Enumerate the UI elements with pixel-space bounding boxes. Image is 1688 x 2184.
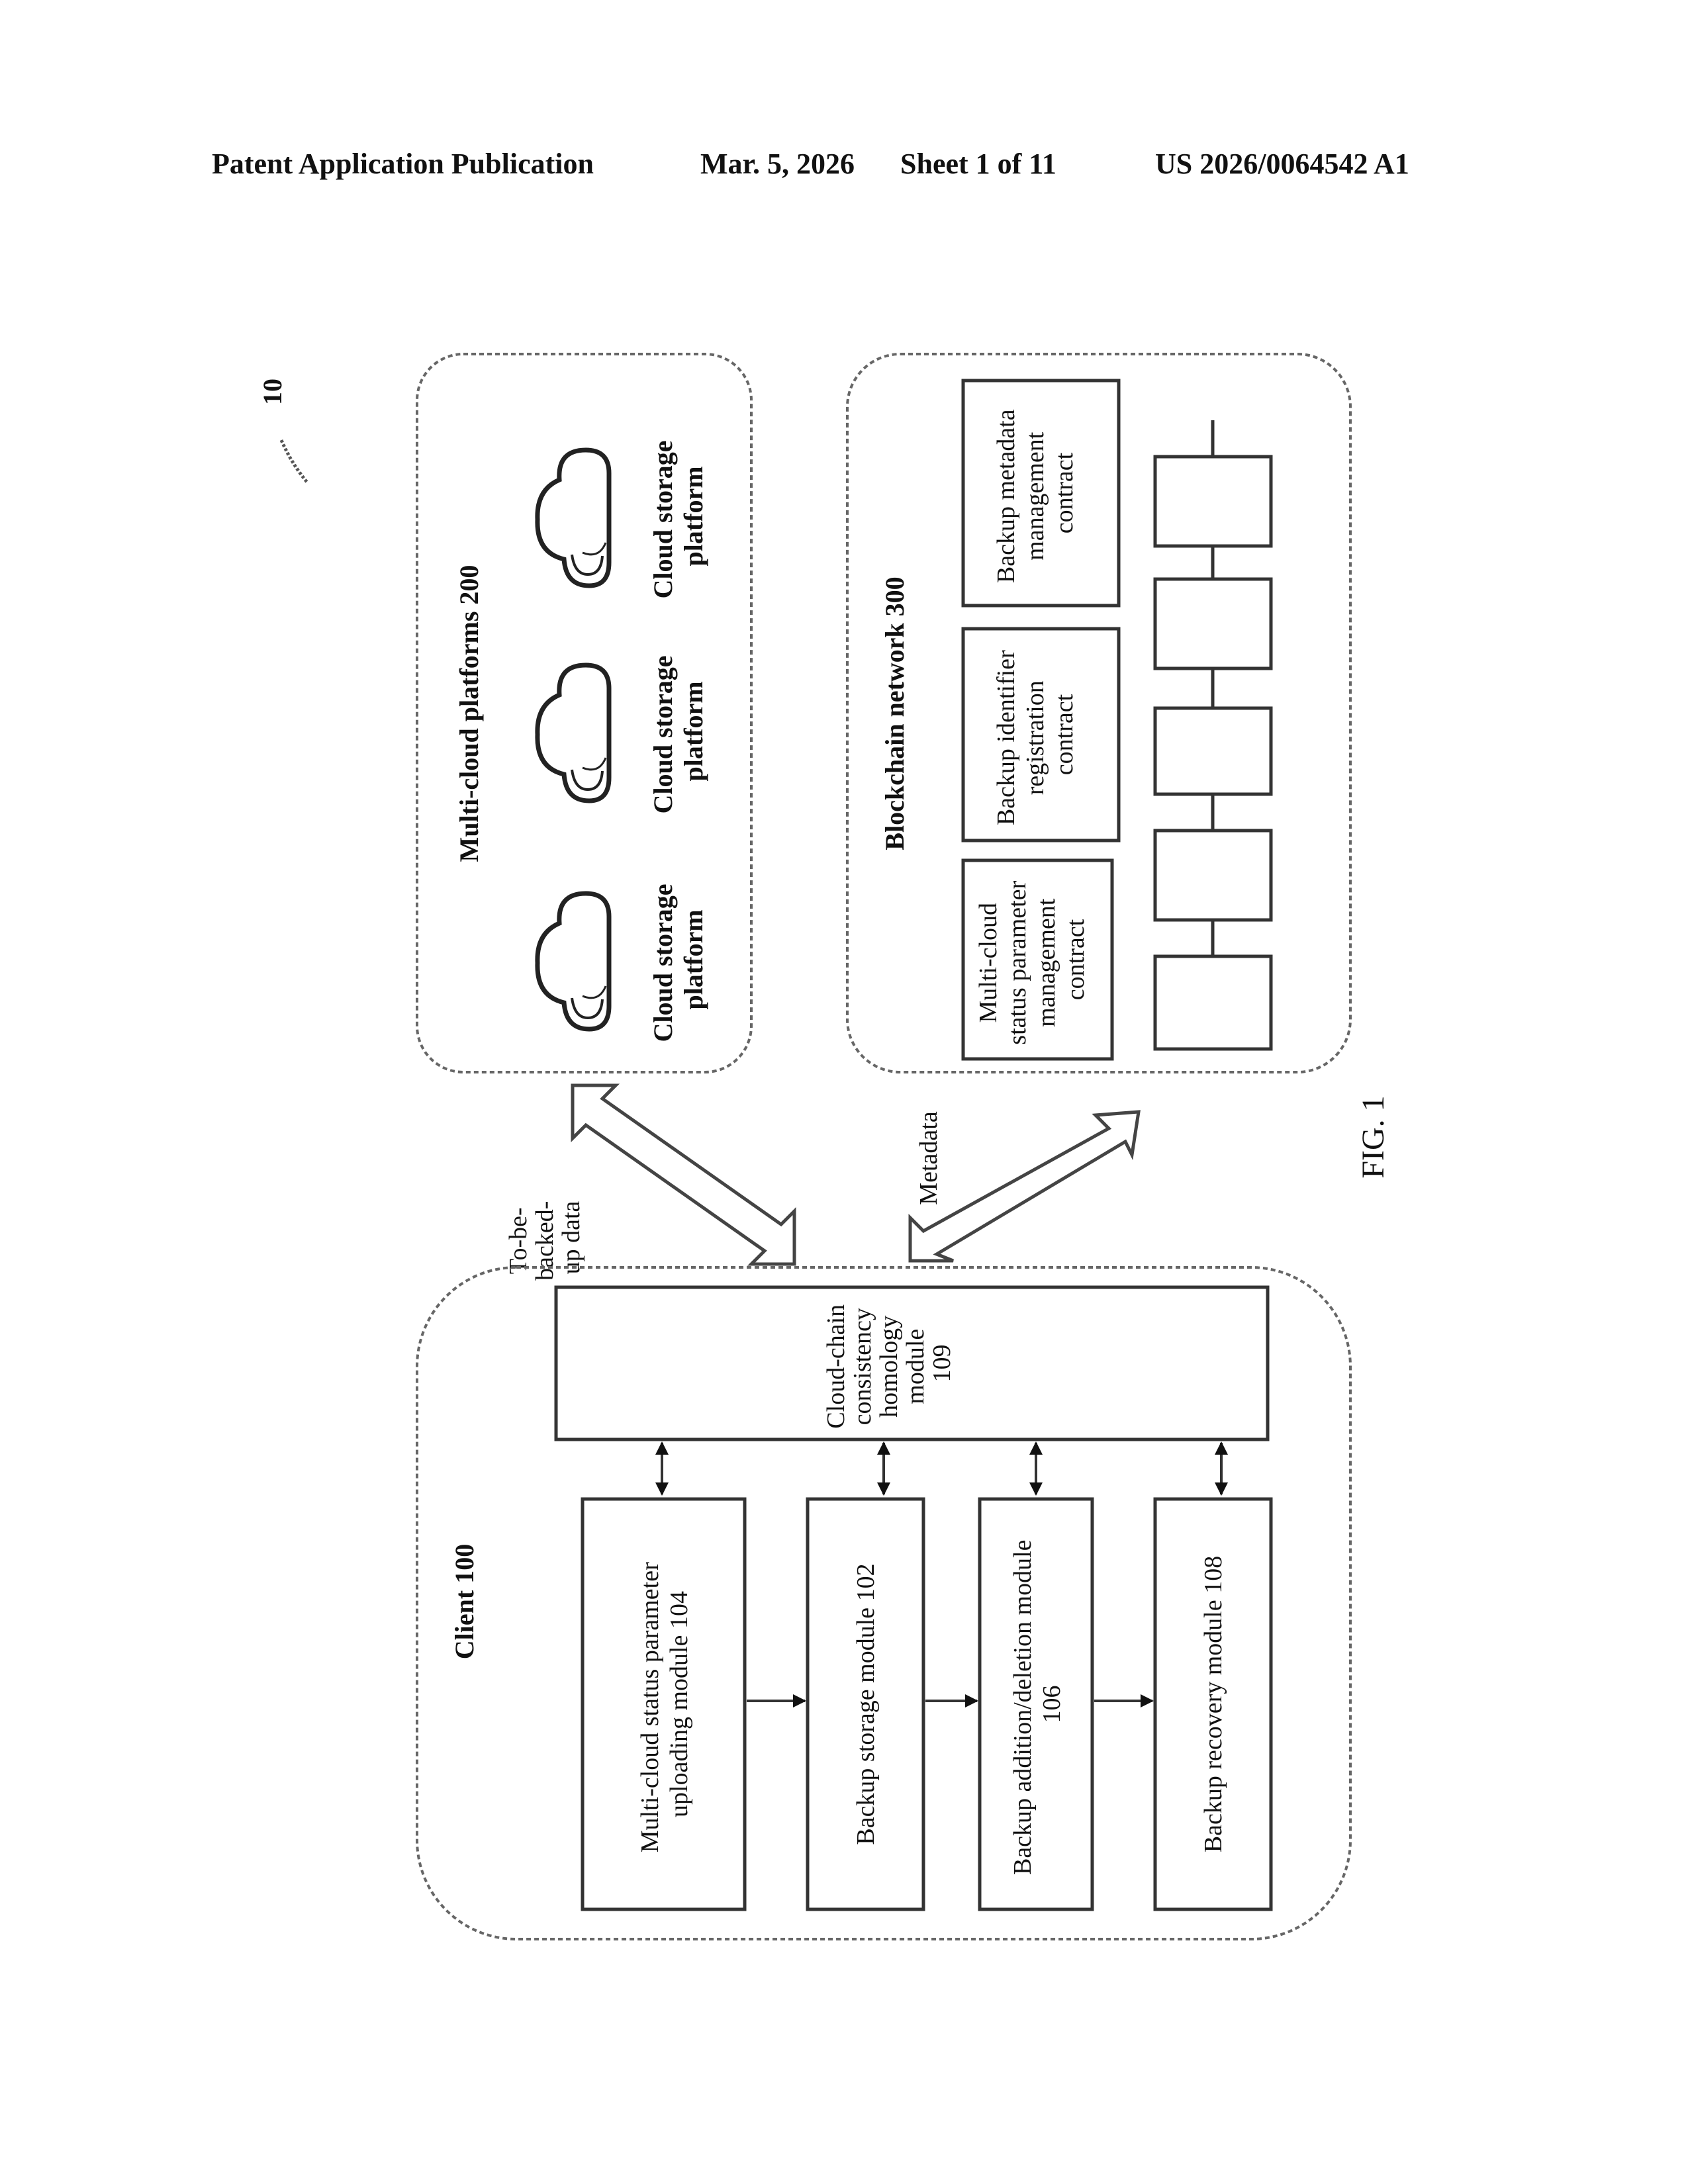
hub-line-4: module bbox=[902, 1329, 929, 1404]
figure-ref-leader bbox=[281, 440, 308, 483]
contract-box-backup-identifier: Backup identifier registration contract bbox=[963, 629, 1119, 841]
cloud-platform-1-line-2: platform bbox=[679, 909, 708, 1009]
contract-1-line-2: status parameter bbox=[1004, 880, 1031, 1044]
cloud-platform-2: Cloud storage platform bbox=[538, 649, 708, 814]
cloud-chain-consistency-module: Cloud-chain consistency homology module … bbox=[556, 1287, 1268, 1439]
hub-line-1: Cloud-chain bbox=[822, 1304, 850, 1429]
hub-line-2: consistency bbox=[849, 1308, 876, 1425]
contract-3-line-1: Backup metadata bbox=[992, 409, 1020, 583]
figure-caption: FIG. 1 bbox=[1356, 1095, 1391, 1178]
module-106-line-1: Backup addition/deletion module bbox=[1009, 1539, 1037, 1875]
module-104-line-2: uploading module 104 bbox=[665, 1591, 693, 1817]
cloud-icon bbox=[538, 893, 609, 1029]
data-double-arrow bbox=[573, 1085, 794, 1264]
cloud-platform-3-line-1: Cloud storage bbox=[648, 441, 678, 599]
data-arrow-label-line-3: up data bbox=[557, 1201, 585, 1274]
contract-1-line-1: Multi-cloud bbox=[974, 903, 1002, 1023]
blockchain-title: Blockchain network 300 bbox=[880, 576, 910, 850]
chain-block bbox=[1155, 457, 1271, 546]
module-box-backup-storage: Backup storage module 102 bbox=[808, 1499, 923, 1909]
hub-line-3: homology bbox=[875, 1316, 903, 1418]
metadata-double-arrow bbox=[910, 1112, 1139, 1261]
cloud-platform-3-line-2: platform bbox=[679, 466, 708, 566]
cloud-platform-2-line-1: Cloud storage bbox=[648, 656, 678, 814]
module-box-backup-recovery: Backup recovery module 108 bbox=[1155, 1499, 1271, 1909]
chain-block bbox=[1155, 708, 1271, 794]
svg-text:Cloud storage platform: Cloud storage platform bbox=[648, 434, 708, 599]
module-box-backup-addition-deletion: Backup addition/deletion module 106 bbox=[980, 1499, 1092, 1909]
module-108-label: Backup recovery module 108 bbox=[1199, 1556, 1227, 1852]
chain-block bbox=[1155, 956, 1271, 1049]
contract-1-line-4: contract bbox=[1062, 919, 1090, 1000]
contract-3-line-3: contract bbox=[1051, 452, 1078, 533]
contract-1-line-3: management bbox=[1033, 898, 1060, 1027]
svg-text:Cloud storage platform: Cloud storage platform bbox=[648, 649, 708, 814]
chain-block bbox=[1155, 831, 1271, 920]
module-106-line-2: 106 bbox=[1038, 1686, 1066, 1723]
data-arrow-label-line-1: To-be- bbox=[504, 1207, 532, 1274]
contract-2-line-1: Backup identifier bbox=[992, 650, 1020, 825]
blockchain-chain bbox=[1155, 420, 1271, 1049]
cloud-icon bbox=[538, 665, 609, 801]
contract-box-backup-metadata: Backup metadata management contract bbox=[963, 381, 1119, 606]
module-102-label: Backup storage module 102 bbox=[852, 1563, 880, 1844]
svg-text:Cloud storage platform: Cloud storage platform bbox=[648, 878, 708, 1042]
module-104-line-1: Multi-cloud status parameter bbox=[636, 1562, 664, 1852]
cloud-platform-1-line-1: Cloud storage bbox=[648, 884, 678, 1042]
contract-box-multicloud-status: Multi-cloud status parameter management … bbox=[963, 860, 1112, 1059]
contract-2-line-3: contract bbox=[1051, 694, 1078, 775]
contract-3-line-2: management bbox=[1021, 432, 1049, 561]
module-box-status-parameter-uploading: Multi-cloud status parameter uploading m… bbox=[583, 1499, 745, 1909]
figure-ref-number: 10 bbox=[258, 379, 287, 405]
multicloud-title: Multi-cloud platforms 200 bbox=[454, 565, 484, 862]
contract-2-line-2: registration bbox=[1021, 680, 1049, 795]
metadata-arrow-label: Metadata bbox=[915, 1111, 943, 1205]
client-title: Client 100 bbox=[449, 1544, 479, 1659]
chain-block bbox=[1155, 579, 1271, 668]
cloud-platform-2-line-2: platform bbox=[679, 681, 708, 781]
hub-line-5: 109 bbox=[928, 1345, 956, 1383]
cloud-platform-1: Cloud storage platform bbox=[538, 878, 708, 1042]
cloud-platform-3: Cloud storage platform bbox=[538, 434, 708, 599]
cloud-icon bbox=[538, 450, 609, 586]
